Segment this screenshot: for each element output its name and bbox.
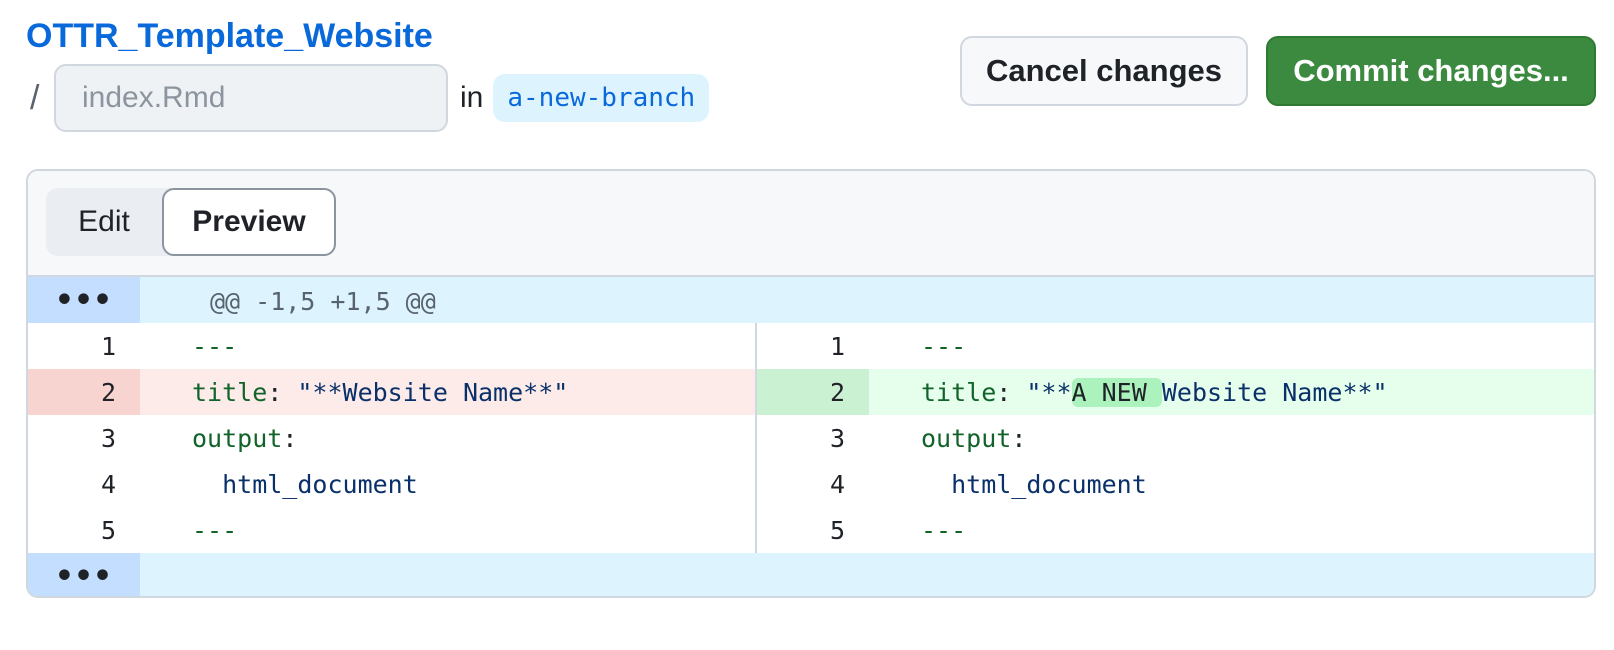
path-separator: /: [30, 78, 40, 117]
code-token-colon: :: [1011, 423, 1027, 453]
code-line: ---: [140, 323, 755, 369]
code-token-key: output: [921, 423, 1012, 453]
diff-view: ••• @@ -1,5 +1,5 @@ 1 --- 2 title: "**We…: [28, 277, 1594, 596]
branch-badge: a-new-branch: [493, 74, 710, 122]
line-number[interactable]: 2: [757, 369, 869, 415]
code-line: ---: [140, 507, 755, 553]
split-diff: 1 --- 2 title: "**Website Name**" 3 outp…: [28, 323, 1594, 553]
commit-changes-button[interactable]: Commit changes...: [1266, 36, 1596, 106]
cancel-changes-button[interactable]: Cancel changes: [960, 36, 1248, 106]
expand-up-button[interactable]: •••: [28, 277, 140, 323]
code-line: html_document: [869, 461, 1594, 507]
code-token-colon: :: [282, 423, 298, 453]
editor-tab-bar: Edit Preview: [28, 171, 1594, 277]
tab-preview[interactable]: Preview: [162, 188, 336, 256]
code-line: output:: [140, 415, 755, 461]
diff-line: 1 ---: [757, 323, 1594, 369]
filename-input[interactable]: [54, 64, 448, 132]
added-text-highlight: A NEW: [1071, 377, 1162, 407]
code-line: title: "**Website Name**": [140, 369, 755, 415]
hunk-footer-row: •••: [28, 553, 1594, 596]
repo-name-link[interactable]: OTTR_Template_Website: [26, 17, 433, 55]
file-path-row: / in a-new-branch: [30, 64, 710, 132]
code-token-colon: :: [996, 377, 1027, 407]
diff-line-deleted: 2 title: "**Website Name**": [28, 369, 755, 415]
code-token-string: "**: [1026, 377, 1072, 407]
code-line: html_document: [140, 461, 755, 507]
in-label: in: [460, 81, 484, 114]
diff-line: 5 ---: [28, 507, 755, 553]
code-line: ---: [869, 507, 1594, 553]
diff-left-side: 1 --- 2 title: "**Website Name**" 3 outp…: [28, 323, 757, 553]
diff-line: 5 ---: [757, 507, 1594, 553]
code-token-colon: :: [267, 377, 298, 407]
code-line: ---: [869, 323, 1594, 369]
code-line: output:: [869, 415, 1594, 461]
code-token-string: "**Website Name**": [297, 377, 569, 407]
hunk-header-row: ••• @@ -1,5 +1,5 @@: [28, 277, 1594, 323]
edit-preview-tabs: Edit Preview: [46, 188, 336, 256]
code-token-value: html_document: [921, 469, 1147, 499]
code-token: ---: [192, 515, 238, 545]
code-token: ---: [192, 331, 238, 361]
hunk-header-text: @@ -1,5 +1,5 @@: [210, 287, 436, 316]
line-number[interactable]: 3: [100, 423, 116, 453]
line-number[interactable]: 4: [100, 469, 116, 499]
line-number[interactable]: 2: [28, 369, 140, 415]
diff-line: 3 output:: [28, 415, 755, 461]
diff-line: 1 ---: [28, 323, 755, 369]
line-number[interactable]: 1: [100, 331, 116, 361]
diff-line: 4 html_document: [28, 461, 755, 507]
code-token-key: output: [192, 423, 283, 453]
code-line: title: "**A NEW Website Name**": [869, 369, 1594, 415]
code-token: ---: [921, 515, 967, 545]
code-token: ---: [921, 331, 967, 361]
code-token-string: Website Name**": [1161, 377, 1388, 407]
line-number[interactable]: 5: [829, 515, 845, 545]
code-token-value: html_document: [192, 469, 418, 499]
line-number[interactable]: 3: [829, 423, 845, 453]
code-token-key: title: [192, 377, 268, 407]
line-number[interactable]: 5: [100, 515, 116, 545]
diff-line: 3 output:: [757, 415, 1594, 461]
diff-right-side: 1 --- 2 title: "**A NEW Website Name**" …: [757, 323, 1594, 553]
diff-line-added: 2 title: "**A NEW Website Name**": [757, 369, 1594, 415]
line-number[interactable]: 1: [829, 331, 845, 361]
editor-panel: Edit Preview ••• @@ -1,5 +1,5 @@ 1 --- 2…: [26, 169, 1596, 598]
expand-down-button[interactable]: •••: [28, 553, 140, 596]
code-token-key: title: [921, 377, 997, 407]
diff-line: 4 html_document: [757, 461, 1594, 507]
tab-edit[interactable]: Edit: [78, 205, 130, 238]
line-number[interactable]: 4: [829, 469, 845, 499]
